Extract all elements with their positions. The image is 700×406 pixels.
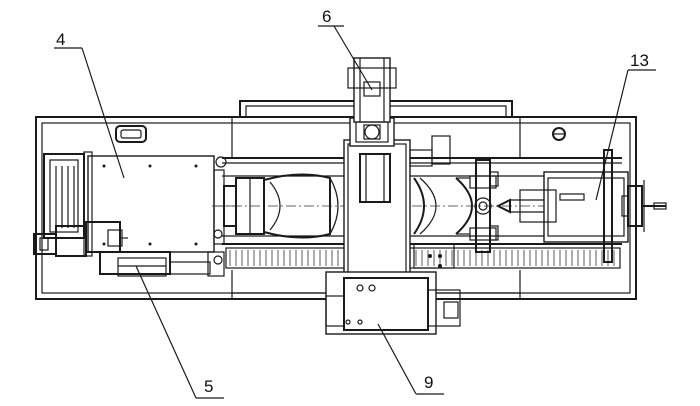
callout-4: 4 (56, 30, 65, 49)
callout-5: 5 (204, 377, 213, 396)
callout-6: 6 (322, 7, 331, 26)
knob-icon (552, 127, 566, 141)
tool-turret (325, 271, 461, 335)
headstock (83, 151, 237, 265)
carriage (343, 117, 455, 283)
lower-gearbox (99, 251, 225, 277)
callout-9: 9 (424, 373, 433, 392)
tailstock (495, 149, 667, 263)
leader-lines (54, 25, 656, 399)
cover-handle (115, 125, 147, 143)
steady-rest (469, 159, 499, 253)
gear-rack (225, 247, 621, 269)
callout-13: 13 (630, 51, 649, 70)
